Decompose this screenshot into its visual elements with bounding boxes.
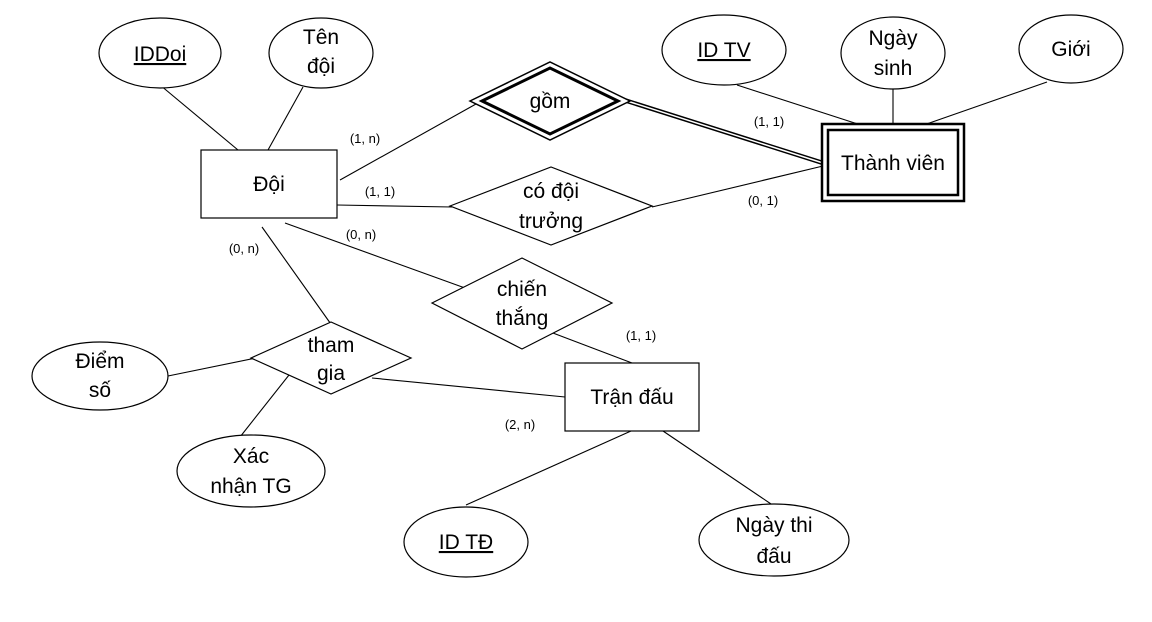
edge-xacnhan-thamgia xyxy=(239,374,290,438)
attr-idtv-shape xyxy=(661,14,787,86)
rel-thamgia-label-2: gia xyxy=(317,362,345,385)
attr-gioi-label: Giới xyxy=(1051,38,1090,61)
rel-codoitruong-label-1: có đội xyxy=(523,180,579,203)
rel-chienthang-shape xyxy=(430,257,614,350)
attr-tendoi-shape xyxy=(268,17,374,89)
attr-ngaysinh-label-1: Ngày xyxy=(868,27,918,50)
card-trandau-thamgia: (2, n) xyxy=(505,417,535,432)
entity-thanhvien-label: Thành viên xyxy=(841,152,945,175)
rel-thamgia-label-1: tham xyxy=(308,334,355,357)
attr-ngaysinh-shape xyxy=(840,16,946,90)
entity-trandau-box xyxy=(564,362,700,432)
attr-ngaythidau-label-1: Ngày thi xyxy=(735,514,812,537)
attr-ngaythidau-shape xyxy=(698,503,850,577)
edge-tendoi-doi xyxy=(267,86,304,151)
attr-idtd-label: ID TĐ xyxy=(439,531,493,554)
edge-doi-thamgia xyxy=(261,226,334,328)
edge-idtv-thanhvien xyxy=(736,84,868,128)
attr-gioi-shape xyxy=(1018,14,1124,84)
card-doi-chienthang: (0, n) xyxy=(346,227,376,242)
edge-ngaythidau-trandau xyxy=(662,430,775,507)
entity-trandau-label: Trận đấu xyxy=(590,386,673,409)
rel-chienthang-label-2: thắng xyxy=(496,307,549,330)
attr-ngaysinh-label-2: sinh xyxy=(874,57,913,80)
edge-idtd-trandau xyxy=(465,430,632,506)
attr-idtd-shape xyxy=(403,506,529,578)
attr-diemso-label-1: Điểm xyxy=(75,350,124,373)
entity-doi-box xyxy=(200,149,338,219)
attributes: IDDoi Tên đội ID TV Ngày sinh Giới Điểm … xyxy=(31,14,1124,578)
card-doi-thamgia: (0, n) xyxy=(229,241,259,256)
card-tv-gom: (1, 1) xyxy=(754,114,784,129)
edge-codoitruong-thanhvien xyxy=(651,165,824,208)
edge-doi-chienthang xyxy=(284,222,466,289)
rel-codoitruong-label-2: trưởng xyxy=(519,210,583,233)
attr-iddoi-shape xyxy=(98,17,222,89)
attr-xacnhan-shape xyxy=(176,434,326,508)
rel-codoitruong-shape xyxy=(448,166,654,246)
edge-iddoi-doi xyxy=(159,84,239,151)
edge-chienthang-trandau xyxy=(544,329,633,364)
edge-gioi-thanhvien xyxy=(917,81,1048,128)
rel-gom-label: gồm xyxy=(530,90,571,113)
edge-thamgia-trandau xyxy=(371,377,566,398)
edge-diemso-thamgia xyxy=(167,357,257,377)
attr-iddoi-label: IDDoi xyxy=(134,43,187,66)
card-trandau-chienthang: (1, 1) xyxy=(626,328,656,343)
card-doi-codoitruong: (1, 1) xyxy=(365,184,395,199)
entity-thanhvien-inner xyxy=(826,128,960,197)
entity-doi-label: Đội xyxy=(253,173,285,196)
attr-diemso-shape xyxy=(31,341,169,411)
attr-tendoi-label-2: đội xyxy=(307,55,335,78)
card-tv-codoitruong: (0, 1) xyxy=(748,193,778,208)
entities: Đội Thành viên Trận đấu xyxy=(200,122,966,432)
attr-ngaythidau-label-2: đấu xyxy=(756,545,791,568)
attr-idtv-label: ID TV xyxy=(697,39,750,62)
rel-gom-inner xyxy=(478,66,622,136)
rel-thamgia-shape xyxy=(249,321,413,395)
cardinalities: (1, n) (1, 1) (1, 1) (0, 1) (0, n) (1, 1… xyxy=(229,114,784,432)
relationships: gồm có đội trưởng chiến thắng tham gia xyxy=(249,61,654,395)
edge-doi-gom xyxy=(339,103,477,181)
attr-xacnhan-label-2: nhận TG xyxy=(210,475,291,498)
edge-gom-thanhvien-b xyxy=(623,99,824,164)
attr-xacnhan-label-1: Xác xyxy=(233,445,269,468)
attr-tendoi-label-1: Tên xyxy=(303,26,339,49)
rel-chienthang-label-1: chiến xyxy=(497,278,547,301)
edge-doi-codoitruong xyxy=(336,204,453,208)
attr-diemso-label-2: số xyxy=(89,379,112,402)
card-doi-gom: (1, n) xyxy=(350,131,380,146)
connectors xyxy=(159,81,1048,507)
